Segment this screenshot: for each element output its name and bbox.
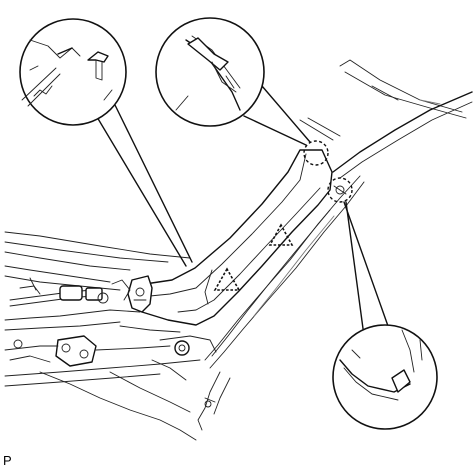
pillar-garnish — [127, 149, 333, 326]
callout-claw-detail — [332, 324, 438, 430]
clip-marker-triangle — [213, 267, 241, 291]
leader-lines — [96, 85, 389, 337]
callout-clip-detail — [19, 18, 127, 126]
figure-code-label: P — [3, 453, 12, 468]
dashboard-area — [4, 231, 217, 441]
pillar-trim-strips — [197, 91, 473, 431]
clip-location-upper — [303, 140, 329, 166]
clip-location-lower — [327, 177, 353, 203]
callout-pillar-section — [155, 17, 265, 127]
roof-outline — [299, 59, 467, 141]
